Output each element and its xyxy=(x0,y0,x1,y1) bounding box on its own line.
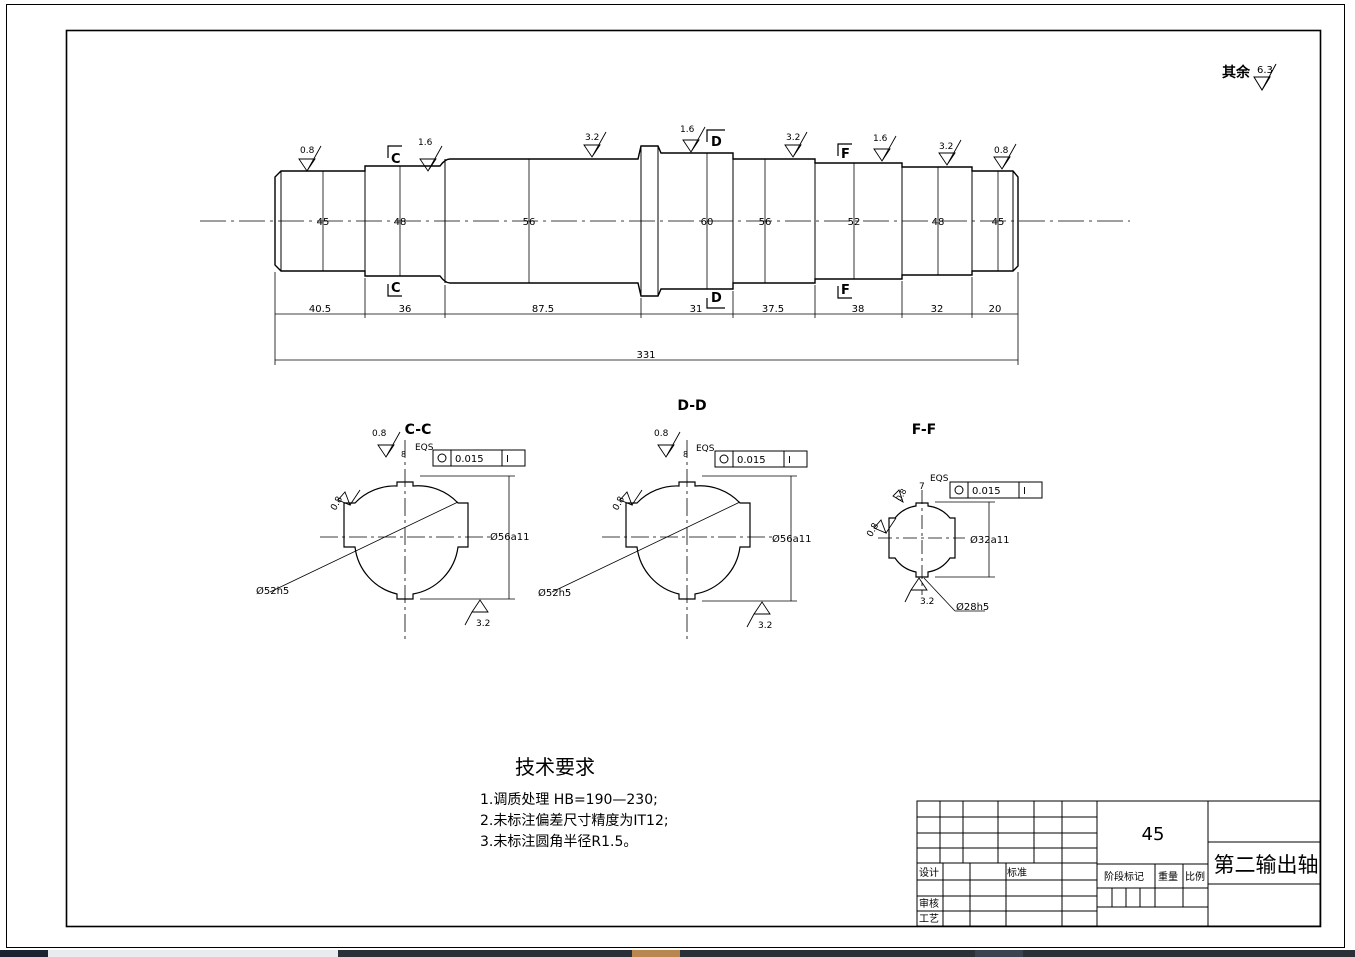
design-label: 设计 xyxy=(919,866,939,879)
tech-req-item: 3.未标注圆角半径R1.5。 xyxy=(480,834,637,850)
shaft-diameter: 52 xyxy=(848,217,861,228)
datum-letter: I xyxy=(788,455,791,466)
section-title: D-D xyxy=(677,398,706,414)
scale-label: 比例 xyxy=(1185,870,1205,883)
title-block xyxy=(916,800,1321,927)
eqs-label: EQS xyxy=(696,444,715,454)
roughness-value: 1.6 xyxy=(680,125,695,135)
section-cut-marks xyxy=(387,129,852,309)
roughness-value: 3.2 xyxy=(786,133,800,143)
length-dimension-lines xyxy=(274,272,1019,365)
segment-length: 40.5 xyxy=(309,304,331,315)
review-label: 审核 xyxy=(919,897,939,910)
inner-diameter: Ø52h5 xyxy=(538,587,571,599)
datum-letter: I xyxy=(1023,486,1026,497)
shaft-diameter: 45 xyxy=(992,217,1005,228)
section-mark-letter: F xyxy=(841,283,850,298)
roughness-value: 1.6 xyxy=(873,134,888,144)
section-mark-letter: F xyxy=(841,147,850,162)
datum-letter: I xyxy=(506,454,509,465)
other-surface-roughness: 其余 6.3 xyxy=(1222,63,1277,91)
roughness-value: 3.2 xyxy=(758,621,772,631)
taskbar-segment[interactable] xyxy=(632,950,680,957)
key-width: 8 xyxy=(401,450,406,459)
shaft-diameter: 48 xyxy=(932,217,945,228)
outer-diameter: Ø56a11 xyxy=(772,533,811,545)
section-d-d: D-D 0.8 0.8 3.2 EQS 8 0.015 I Ø56a11 Ø52… xyxy=(538,398,811,640)
shaft-diameter: 56 xyxy=(523,217,536,228)
other-roughness-label: 其余 xyxy=(1222,64,1251,81)
eqs-label: EQS xyxy=(930,474,949,484)
roughness-value: 1.6 xyxy=(418,138,433,148)
standard-label: 标准 xyxy=(1007,867,1027,879)
segment-length: 87.5 xyxy=(532,304,554,315)
section-c-c: C-C 0.8 0.8 3.2 EQS 8 0.015 I Ø56a11 Ø52… xyxy=(256,422,529,640)
segment-length: 37.5 xyxy=(762,304,784,315)
outer-diameter: Ø32a11 xyxy=(970,534,1009,546)
inner-diameter: Ø28h5 xyxy=(956,601,989,613)
section-mark-letter: D xyxy=(711,135,722,150)
roughness-value: 0.8 xyxy=(654,429,669,439)
inner-diameter: Ø52h5 xyxy=(256,585,289,597)
tech-req-item: 1.调质处理 HB=190—230; xyxy=(480,792,658,808)
weight-label: 重量 xyxy=(1158,870,1178,883)
segment-length: 31 xyxy=(690,304,703,315)
outer-diameter: Ø56a11 xyxy=(490,531,529,543)
eqs-label: EQS xyxy=(415,443,434,453)
technical-requirements: 技术要求 1.调质处理 HB=190—230; 2.未标注偏差尺寸精度为IT12… xyxy=(480,755,669,850)
shaft-diameter: 60 xyxy=(701,217,714,228)
roughness-value: 0.8 xyxy=(994,146,1009,156)
part-name: 第二输出轴 xyxy=(1214,853,1319,877)
tech-req-title: 技术要求 xyxy=(515,755,595,779)
position-tolerance: 0.015 xyxy=(455,454,484,465)
position-tolerance: 0.015 xyxy=(972,486,1001,497)
roughness-value: 0.8 xyxy=(329,495,345,513)
segment-length: 20 xyxy=(989,304,1002,315)
segment-length: 36 xyxy=(399,304,412,315)
roughness-value: 0.8 xyxy=(894,487,908,503)
roughness-symbols xyxy=(298,126,1017,172)
roughness-value: 0.8 xyxy=(611,495,627,513)
section-title: F-F xyxy=(912,422,937,438)
roughness-value: 0.8 xyxy=(865,521,881,539)
outer-border xyxy=(6,4,1345,948)
tech-req-item: 2.未标注偏差尺寸精度为IT12; xyxy=(480,813,669,829)
roughness-value: 3.2 xyxy=(920,597,934,607)
inner-frame xyxy=(65,29,1322,928)
key-width: 7 xyxy=(919,482,925,492)
taskbar xyxy=(0,950,1355,957)
section-mark-letter: C xyxy=(391,281,401,296)
taskbar-segment[interactable] xyxy=(0,950,48,957)
diameter-dimension-lines xyxy=(322,153,999,289)
process-label: 工艺 xyxy=(919,913,939,925)
section-title: C-C xyxy=(405,422,432,438)
position-tolerance: 0.015 xyxy=(737,455,766,466)
roughness-value: 3.2 xyxy=(585,133,599,143)
total-length: 331 xyxy=(636,350,655,361)
shaft-diameter: 56 xyxy=(759,217,772,228)
shaft-diameter: 48 xyxy=(394,217,407,228)
segment-length: 32 xyxy=(931,304,944,315)
segment-length: 38 xyxy=(852,304,865,315)
section-f-f: F-F 0.8 0.8 3.2 EQS 7 0.015 I Ø32a11 Ø28… xyxy=(865,422,1043,613)
roughness-value: 0.8 xyxy=(372,429,387,439)
roughness-value: 3.2 xyxy=(939,142,953,152)
material-value: 45 xyxy=(1142,824,1165,845)
taskbar-segment[interactable] xyxy=(975,950,1023,957)
key-width: 8 xyxy=(683,450,688,459)
taskbar-segment[interactable] xyxy=(48,950,338,957)
shaft-diameter: 45 xyxy=(317,217,330,228)
shaft-step-lines xyxy=(280,146,1014,296)
other-roughness-value: 6.3 xyxy=(1257,65,1273,76)
roughness-value: 0.8 xyxy=(300,146,315,156)
section-mark-letter: D xyxy=(711,291,722,306)
roughness-value: 3.2 xyxy=(476,619,490,629)
section-mark-letter: C xyxy=(391,152,401,167)
stage-label: 阶段标记 xyxy=(1104,870,1144,883)
